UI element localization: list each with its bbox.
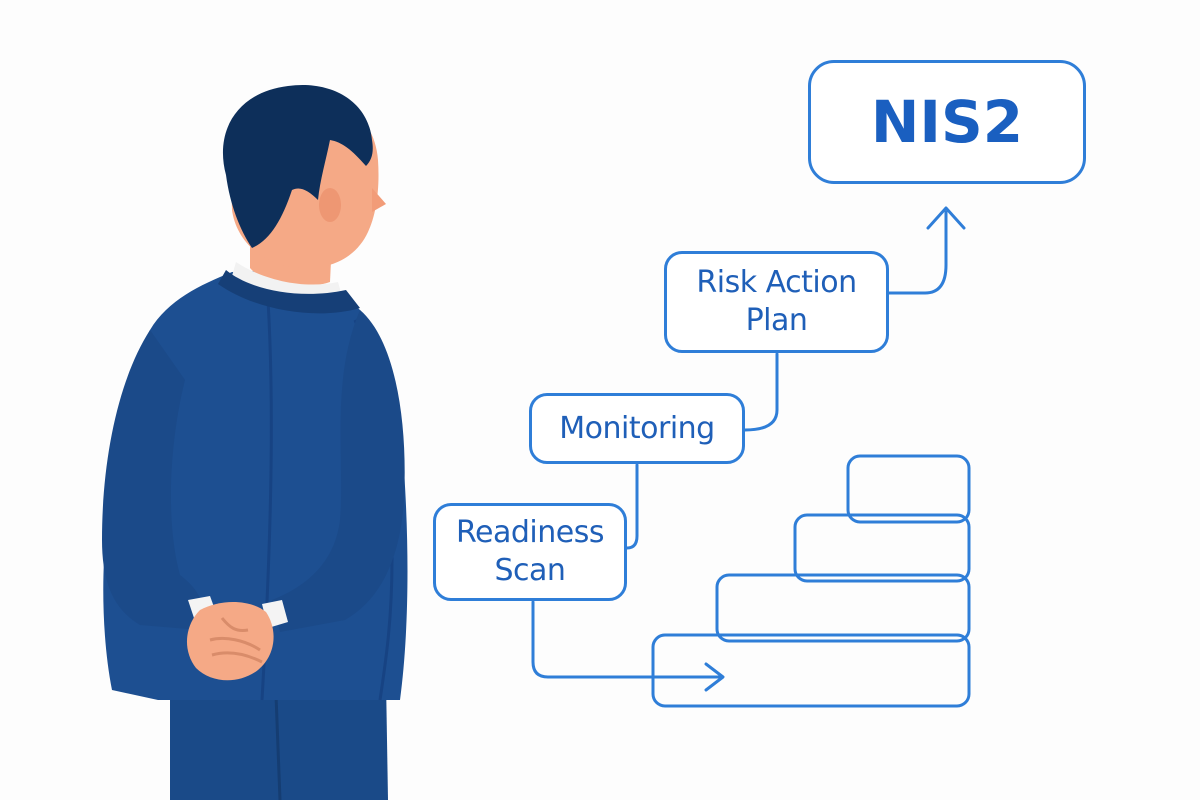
nis2-label: NIS2 xyxy=(870,88,1024,156)
connector-scan-to-monitoring xyxy=(625,463,639,550)
stair-step-2 xyxy=(715,573,971,643)
stair-step-3 xyxy=(793,513,971,583)
connector-risk-to-goal xyxy=(887,210,948,295)
clasped-hands xyxy=(186,601,274,681)
risk-action-plan-box: Risk Action Plan xyxy=(664,251,889,353)
stair-step-1 xyxy=(651,633,971,708)
monitoring-box: Monitoring xyxy=(529,393,745,464)
left-arm xyxy=(102,330,204,630)
arrowhead-stairs xyxy=(704,662,725,692)
readiness-scan-box: Readiness Scan xyxy=(433,503,627,601)
staircase xyxy=(651,454,971,708)
connectors xyxy=(531,206,966,692)
hair xyxy=(222,84,373,248)
risk-action-plan-label: Risk Action Plan xyxy=(696,265,857,338)
businessman-figure xyxy=(102,84,408,800)
nis2-goal-box: NIS2 xyxy=(808,60,1086,184)
connector-monitoring-to-risk xyxy=(743,352,779,432)
right-arm xyxy=(272,310,405,632)
connector-scan-to-stairs xyxy=(531,600,724,679)
monitoring-label: Monitoring xyxy=(559,410,715,446)
stair-step-4 xyxy=(846,454,971,524)
arrowhead-goal xyxy=(926,206,966,230)
readiness-scan-label: Readiness Scan xyxy=(456,515,604,588)
